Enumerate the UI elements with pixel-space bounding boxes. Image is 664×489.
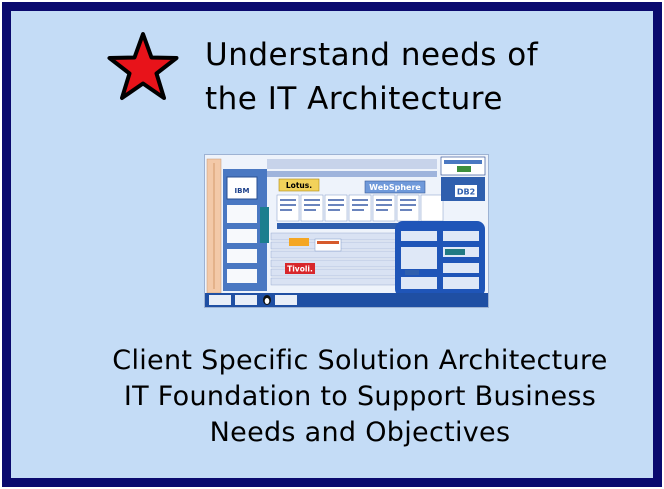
architecture-diagram: IBM Lotus. WebSphere: [204, 154, 489, 308]
ibm-label: IBM: [235, 187, 250, 195]
headline-line-2: the IT Architecture: [205, 81, 503, 117]
linux-penguin-icon: [263, 295, 271, 305]
footer-line-1: Client Specific Solution Architecture: [112, 345, 608, 376]
db2-label: DB2: [457, 188, 475, 197]
lotus-label: Lotus.: [286, 181, 312, 190]
footer-line-3: Needs and Objectives: [209, 417, 511, 448]
websphere-label: WebSphere: [369, 183, 421, 192]
footer-line-2: IT Foundation to Support Business: [123, 381, 597, 412]
architecture-diagram-graphic: IBM Lotus. WebSphere: [205, 156, 488, 307]
tivoli-label: Tivoli.: [287, 265, 313, 274]
headline: Understand needs of the IT Architecture: [205, 33, 538, 121]
footer-text: Client Specific Solution Architecture IT…: [41, 343, 664, 451]
star-icon: [107, 32, 179, 100]
headline-line-1: Understand needs of: [205, 37, 539, 73]
